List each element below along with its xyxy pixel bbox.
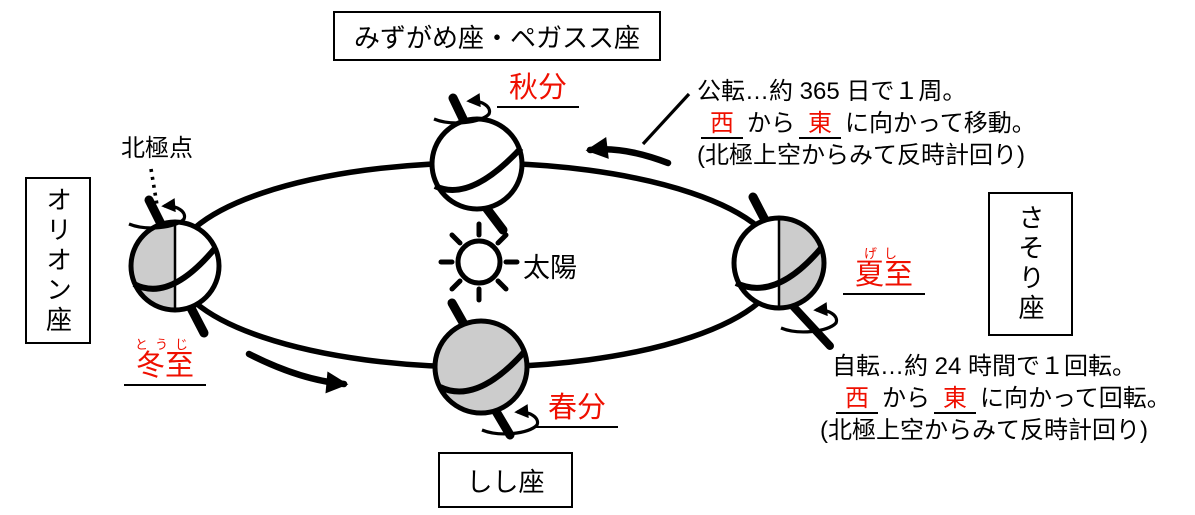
constellation-box-scorpius: さそり座 (988, 192, 1073, 336)
axis-stick-bottom (186, 303, 209, 338)
rotation-line1: 自転…約 24 時間で１回転。 (832, 353, 1137, 380)
line2-tail: に向かって移動。 (845, 110, 1036, 137)
constellation-label: オリオン座 (42, 185, 73, 336)
orbit-direction-arrow-top (585, 137, 672, 167)
season-label-summer: げし 夏至 (843, 246, 926, 295)
furigana: げし (864, 246, 905, 261)
sun-icon (438, 221, 520, 303)
rotation-line3: (北極上空からみて反時計回り) (820, 417, 1148, 444)
constellation-box-orion: オリオン座 (25, 177, 91, 344)
season-label-autumn: 秋分 (497, 73, 580, 108)
season-text: 冬至 (124, 351, 207, 386)
rotation-line2: 西から東に向かって回転。 (820, 383, 1171, 415)
blank-east: 東 (934, 385, 976, 414)
revolution-note: 公転…約 365 日で１周。 西から東に向かって移動。 (北極上空からみて反時計… (697, 76, 1036, 172)
season-label-winter: とうじ 冬至 (124, 337, 207, 386)
earth-summer-solstice (731, 192, 839, 350)
equator-line (433, 145, 524, 193)
equator-line (132, 245, 219, 292)
blank-west: 西 (836, 385, 878, 414)
earth-spring-equinox (432, 298, 540, 440)
rotation-arrow-icon (780, 302, 839, 334)
sun-label: 太陽 (523, 253, 577, 283)
equator-line (734, 245, 825, 291)
revolution-line3: (北極上空からみて反時計回り) (697, 142, 1025, 169)
axis-stick-top (144, 195, 167, 231)
season-text: 秋分 (497, 73, 580, 108)
rotation-arrow-icon (481, 404, 540, 436)
constellation-box-aquarius-pegasus: みずがめ座・ペガスス座 (333, 11, 661, 61)
north-pole-dotted-line (149, 168, 159, 206)
blank-west: 西 (701, 110, 743, 139)
orbit-direction-arrow-bottom-left (245, 350, 349, 394)
equator-line (438, 349, 528, 395)
constellation-label: みずがめ座・ペガスス座 (353, 22, 640, 53)
season-text: 春分 (536, 393, 619, 428)
line2-tail: に向かって回転。 (980, 385, 1171, 412)
revolution-line2: 西から東に向かって移動。 (697, 108, 1036, 140)
rotation-arrow-icon (433, 93, 492, 125)
revolution-pointer-line (641, 92, 691, 146)
furigana: とうじ (135, 337, 196, 352)
revolution-line1: 公転…約 365 日で１周。 (697, 78, 967, 105)
constellation-label: さそり座 (1015, 204, 1045, 324)
constellation-box-leo: しし座 (438, 452, 573, 508)
blank-east: 東 (799, 110, 841, 139)
north-pole-label: 北極点 (121, 135, 193, 162)
rotation-arrow-icon (128, 198, 187, 230)
rotation-note: 自転…約 24 時間で１回転。 西から東に向かって回転。 (北極上空からみて反時… (820, 351, 1171, 447)
night-shaded-half (131, 222, 175, 310)
earth-autumn-equinox (429, 93, 525, 235)
earth-winter-solstice (128, 195, 222, 338)
season-text: 夏至 (843, 260, 926, 295)
axis-stick-bottom (787, 300, 834, 350)
kara-text: から (747, 110, 795, 137)
season-label-spring: 春分 (536, 393, 619, 428)
night-shaded-half (779, 218, 824, 308)
kara-text: から (882, 385, 930, 412)
constellation-label: しし座 (466, 466, 545, 497)
